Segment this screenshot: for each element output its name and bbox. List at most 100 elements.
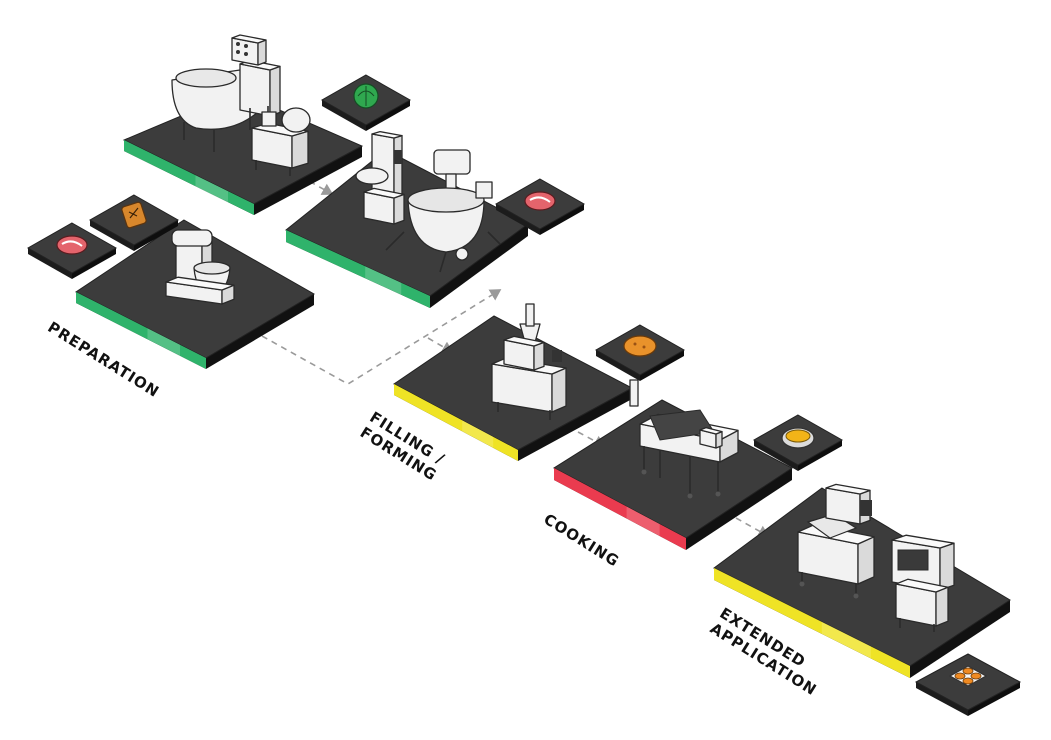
cooking-kettle-mixer-icon — [385, 149, 501, 273]
platform-filling-forming-accent-strip — [394, 384, 518, 461]
kettle-control-box — [475, 181, 493, 199]
flour-bag-tile-side-right — [134, 220, 178, 251]
grinder-base-side — [393, 193, 405, 225]
mixer-housing — [239, 59, 281, 117]
crumb-dot — [633, 342, 637, 346]
meat-tile-left — [26, 222, 118, 279]
platform-preparation-side-right — [206, 294, 314, 369]
kettle-tilt-wheel — [455, 247, 469, 261]
mixer-drum-opening — [175, 68, 237, 88]
fryer-control-box — [699, 426, 723, 449]
meat-grinder-icon — [355, 130, 405, 225]
platform-extended-application-side-right — [910, 600, 1010, 678]
planetary-mixer-icon — [165, 229, 235, 305]
forming-control-panel — [552, 350, 562, 362]
packaging-machine-icon — [797, 483, 875, 599]
caster-wheel — [687, 493, 693, 499]
platform-meat-processing-side-right — [430, 224, 528, 308]
machine-leg — [439, 251, 447, 273]
oven-stand — [895, 578, 949, 627]
ingredient-tiles-layer — [26, 74, 1022, 716]
mixer-housing-front — [239, 63, 271, 117]
oven-stand-top — [895, 578, 949, 593]
fried-dumpling-tile-side-right — [640, 350, 684, 381]
caster-wheel — [853, 593, 859, 599]
soup-bowl-tile-side — [754, 440, 798, 471]
platform-filling-forming — [393, 315, 634, 461]
kettle-rim — [407, 187, 485, 213]
platform-vegetable-processing-accent-strip — [124, 140, 254, 215]
machine-leg — [487, 231, 501, 245]
mixer-control-panel-side — [257, 39, 267, 66]
cabbage-tile — [320, 74, 412, 131]
packaged-tray-tile-side-right — [968, 682, 1020, 716]
mixer-head — [171, 229, 213, 247]
soup-bowl-tile-side-right — [798, 440, 842, 471]
mixer-bowl-rim — [193, 261, 231, 275]
platform-vegetable-processing-side-right — [254, 146, 362, 215]
fried-dumpling-tile-side — [596, 350, 640, 381]
grinder-hopper — [355, 167, 389, 185]
grinder-base — [363, 187, 405, 225]
tilting-mixer-icon — [171, 34, 281, 152]
cutter-body-side — [291, 130, 309, 169]
soup-bowl-tile — [752, 414, 844, 471]
meat-tile-left-side-right — [72, 248, 116, 279]
cutter-hopper — [261, 111, 277, 127]
forming-feeder-tube — [525, 303, 535, 327]
platform-extended-application-accent-strip — [714, 568, 910, 678]
forming-head-top — [503, 335, 545, 347]
platform-cooking-accent-strip — [554, 468, 686, 550]
platform-cooking-side-right — [686, 468, 792, 550]
crumb-dot — [642, 345, 646, 349]
platform-filling-forming-accent-highlight — [462, 420, 494, 448]
platform-extended-application-accent-highlight — [821, 621, 871, 659]
platform-cooking — [553, 399, 793, 550]
grinder-switch — [394, 150, 402, 164]
packaged-tray-tile-side — [916, 682, 968, 716]
fried-dumpling-icon — [623, 335, 657, 357]
grinder-column — [371, 130, 403, 199]
kettle-motor-head — [433, 149, 471, 175]
oven-icon — [891, 534, 955, 632]
platform-meat-processing-accent-strip — [286, 230, 430, 308]
meat-tile-right-side-right — [540, 204, 584, 235]
platform-meat-processing-accent-highlight — [365, 266, 402, 295]
tray-item — [954, 672, 966, 680]
packaging-head-top — [825, 483, 871, 495]
tray-item — [962, 667, 974, 675]
mixer-control-panel — [231, 34, 267, 66]
machines-layer — [165, 34, 955, 632]
machine-leg — [385, 231, 405, 251]
oven-stand-side — [935, 586, 949, 627]
tray-item — [970, 672, 982, 680]
fryer-control-box-top — [699, 426, 723, 435]
control-knob — [244, 44, 248, 48]
oven-cabinet-top — [891, 534, 955, 549]
forming-head — [503, 335, 545, 371]
soup-contents — [785, 429, 811, 443]
mixer-base-top — [165, 276, 235, 291]
caster-wheel — [641, 469, 647, 475]
fried-dumpling-tile — [594, 324, 686, 381]
forming-head-side — [533, 341, 545, 371]
meat-fat-streak — [61, 240, 83, 247]
grinder-base-top — [363, 187, 405, 199]
conveyor-fryer-icon — [629, 379, 739, 499]
flour-bag-tile — [88, 194, 180, 251]
kettle-bowl — [407, 199, 485, 253]
caster-wheel — [799, 581, 805, 587]
platform-cooking-accent-highlight — [626, 506, 660, 536]
packaging-control-panel — [860, 500, 872, 516]
flour-bag-tile-side — [90, 220, 134, 251]
meat-icon — [56, 235, 88, 255]
platform-filling-forming-side-right — [518, 388, 632, 461]
packaged-tray-tile — [914, 653, 1022, 716]
mixer-control-panel-top — [231, 34, 267, 44]
platform-preparation-accent-strip — [76, 292, 206, 369]
oven-cabinet-side — [939, 542, 955, 591]
filling-forming-machine-icon — [491, 303, 567, 420]
forming-base-side — [551, 367, 567, 413]
vegetable-cutter-icon — [251, 107, 311, 176]
